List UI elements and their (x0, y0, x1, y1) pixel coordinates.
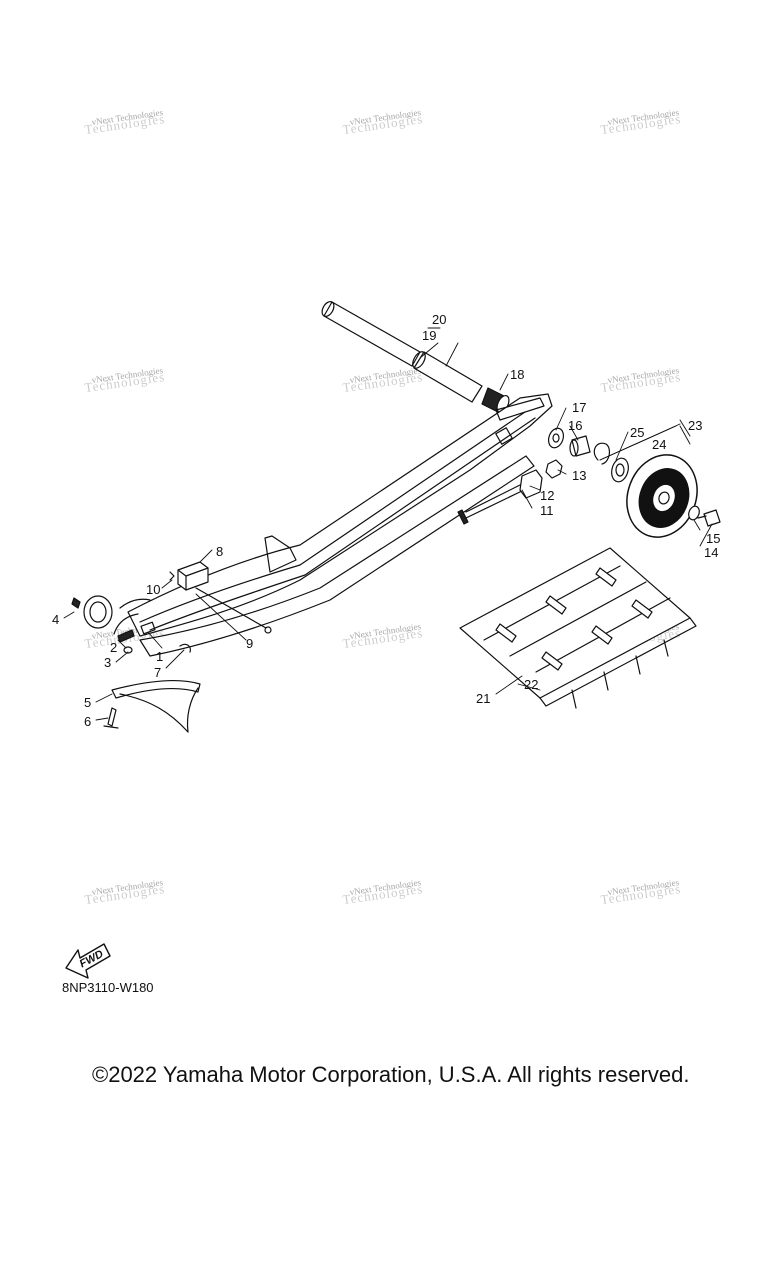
pin (195, 587, 272, 634)
wheel-bolt (697, 509, 721, 527)
callout-label: 10 (146, 582, 160, 597)
callout-label: 11 (540, 503, 554, 518)
track (459, 547, 697, 709)
callout-label: 25 (630, 425, 644, 440)
callout-label: 7 (154, 665, 161, 680)
wheel-washer (688, 505, 700, 521)
callout-label: 14 (704, 545, 718, 560)
callout-label: 4 (52, 612, 59, 627)
shaft (321, 301, 483, 403)
bracket-parts (117, 621, 191, 654)
collar (569, 435, 591, 457)
bushing (481, 387, 510, 414)
callout-label: 17 (572, 400, 586, 415)
callout-label: 3 (104, 655, 111, 670)
slide-runner (111, 680, 201, 733)
diagram-code: 8NP3110-W180 (62, 980, 154, 995)
callout-label: 12 (540, 488, 554, 503)
leader-lines (63, 327, 713, 721)
spacer-block (519, 469, 543, 499)
bearing (611, 457, 629, 483)
copyright-notice: ©2022 Yamaha Motor Corporation, U.S.A. A… (92, 1062, 690, 1087)
callout-label: 13 (572, 468, 586, 483)
callout-label: 8 (216, 544, 223, 559)
nut (545, 459, 563, 479)
callout-label: 6 (84, 714, 91, 729)
callout-label: 23 (688, 418, 702, 433)
small-bolt (169, 571, 175, 581)
callout-label: 22 (524, 677, 538, 692)
callout-label: 16 (568, 418, 582, 433)
callout-label: 24 (652, 437, 666, 452)
callout-label: 21 (476, 691, 490, 706)
idler-wheel (626, 454, 698, 538)
callout-label: 20 (432, 312, 446, 327)
front-wheel (71, 595, 113, 629)
callout-label: 15 (706, 531, 720, 546)
callout-label: 18 (510, 367, 524, 382)
screw (103, 707, 119, 729)
callout-label: 19 (422, 328, 436, 343)
slide-rail (113, 393, 553, 657)
callout-label: 2 (110, 640, 117, 655)
callout-label: 1 (156, 649, 163, 664)
long-bolt (457, 483, 525, 525)
circlip (593, 442, 611, 465)
callout-label: 9 (246, 636, 253, 651)
fwd-arrow-icon (65, 943, 111, 979)
washer (547, 427, 565, 449)
callout-label: 5 (84, 695, 91, 710)
